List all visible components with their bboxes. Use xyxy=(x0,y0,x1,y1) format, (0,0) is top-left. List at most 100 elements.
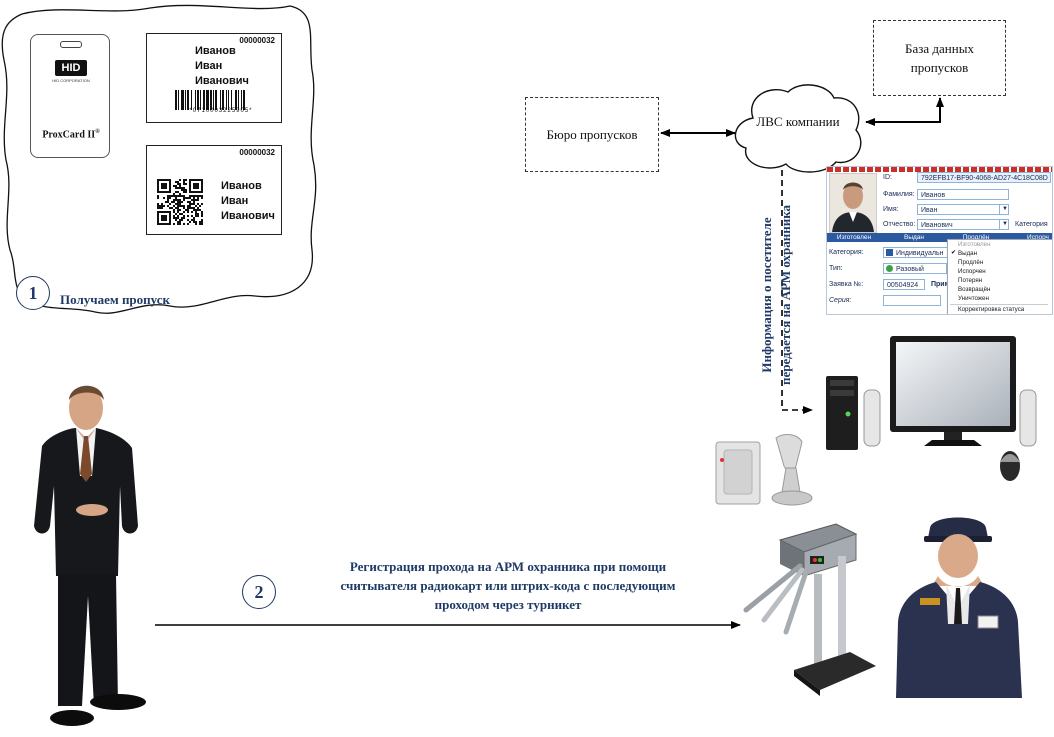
qr-module xyxy=(171,195,173,197)
tab-spoiled[interactable]: Испорч xyxy=(1027,234,1049,241)
barcode-bar xyxy=(178,90,179,110)
qr-module xyxy=(163,217,165,219)
holder-patronymic: Иванович xyxy=(195,75,249,87)
qr-module xyxy=(169,183,171,185)
qr-module xyxy=(163,219,165,221)
qr-module xyxy=(187,223,189,225)
barcode-bar xyxy=(222,90,224,110)
qr-module xyxy=(183,195,185,197)
database-box: База данных пропусков xyxy=(873,20,1006,96)
arrow-lan-db xyxy=(865,97,944,126)
menu-item-made[interactable]: Изготовлен xyxy=(958,241,991,248)
qr-module xyxy=(163,179,165,181)
qr-module xyxy=(201,223,203,225)
step-2-line1: Регистрация прохода на АРМ охранника при… xyxy=(349,559,667,574)
qr-module xyxy=(193,185,195,187)
menu-item-lost[interactable]: Потерян xyxy=(958,277,983,284)
vertical-info-note: Информация о посетителе передается на АР… xyxy=(757,150,797,440)
qr-module xyxy=(191,211,193,213)
qr-module xyxy=(177,181,179,183)
qr-module xyxy=(157,215,159,217)
category-field[interactable]: Индивидуальн xyxy=(883,247,951,258)
qr-module xyxy=(161,179,163,181)
qr-module xyxy=(201,181,203,183)
qr-module xyxy=(201,183,203,185)
barcode-card-number: 00000032 xyxy=(239,36,275,45)
qr-module xyxy=(179,179,181,181)
qr-module xyxy=(165,219,167,221)
qr-module xyxy=(177,187,179,189)
qr-module xyxy=(189,183,191,185)
qr-module xyxy=(161,205,163,207)
qr-module xyxy=(173,215,175,217)
lan-label: ЛВС компании xyxy=(756,114,840,129)
barcode-bar xyxy=(203,90,205,110)
barcode-bar xyxy=(200,90,201,110)
qr-module xyxy=(183,207,185,209)
step-2-line3: проходом через турникет xyxy=(434,597,582,612)
visitor-photo xyxy=(829,173,877,233)
type-field[interactable]: Разовый xyxy=(883,263,947,274)
surname-label: Фамилия: xyxy=(883,191,915,198)
qr-module xyxy=(189,185,191,187)
request-extra: Прим xyxy=(931,281,950,288)
id-field[interactable]: 792EFB17-BF90-4068-AD27-4C18C08D xyxy=(917,172,1051,183)
menu-item-destroyed[interactable]: Уничтожен xyxy=(958,295,989,302)
database-label-line2: пропусков xyxy=(910,60,969,75)
qr-module xyxy=(199,221,201,223)
request-field[interactable]: 00504924 xyxy=(883,279,925,290)
qr-module xyxy=(179,219,181,221)
menu-item-issued[interactable]: Выдан xyxy=(958,250,978,257)
series-field[interactable] xyxy=(883,295,941,306)
qr-module xyxy=(181,219,183,221)
qr-module xyxy=(159,207,161,209)
qr-module xyxy=(163,215,165,217)
name-dropdown-icon[interactable]: ▼ xyxy=(999,204,1010,215)
qr-module xyxy=(165,215,167,217)
tab-extended[interactable]: Продлён xyxy=(962,234,990,241)
tab-made[interactable]: Изготовлен xyxy=(836,234,872,241)
qr-module xyxy=(193,195,195,197)
qr-module xyxy=(169,203,171,205)
tab-issued[interactable]: Выдан xyxy=(903,234,924,241)
menu-item-spoiled[interactable]: Испорчен xyxy=(958,268,986,275)
qr-module xyxy=(175,181,177,183)
qr-module xyxy=(165,217,167,219)
name-field[interactable]: Иван xyxy=(917,204,1009,215)
qr-module xyxy=(163,223,165,225)
qr-module xyxy=(173,217,175,219)
qr-module xyxy=(175,187,177,189)
menu-divider xyxy=(950,304,1048,305)
step-2-badge: 2 xyxy=(242,575,276,609)
qr-module xyxy=(161,207,163,209)
status-dropdown-menu[interactable]: Изготовлен Выдан ✔ Продлён Испорчен Поте… xyxy=(947,239,1052,314)
qr-module xyxy=(187,209,189,211)
menu-item-status-correction[interactable]: Корректировка статуса xyxy=(958,306,1025,313)
barcode-bar xyxy=(181,90,184,110)
qr-module xyxy=(169,197,171,199)
qr-module xyxy=(187,205,189,207)
qr-module xyxy=(189,179,191,181)
qr-module xyxy=(193,217,195,219)
qr-module xyxy=(165,211,167,213)
menu-item-returned[interactable]: Возвращён xyxy=(958,286,991,293)
qr-module xyxy=(181,213,183,215)
qr-module xyxy=(179,213,181,215)
qr-module xyxy=(191,195,193,197)
qr-module xyxy=(201,185,203,187)
qr-module xyxy=(183,181,185,183)
qr-module xyxy=(157,189,159,191)
qr-module xyxy=(177,203,179,205)
patronymic-field[interactable]: Иванович xyxy=(917,219,1009,230)
qr-module xyxy=(183,197,185,199)
qr-module xyxy=(177,183,179,185)
barcode-bar xyxy=(197,90,199,110)
menu-item-extended[interactable]: Продлён xyxy=(958,259,984,266)
type-label: Тип: xyxy=(829,265,843,272)
person-photo-icon xyxy=(830,174,876,232)
surname-field[interactable]: Иванов xyxy=(917,189,1009,200)
qr-module xyxy=(189,201,191,203)
qr-module xyxy=(157,179,159,181)
patronymic-dropdown-icon[interactable]: ▼ xyxy=(999,219,1010,230)
vertical-note-line1: Информация о посетителе xyxy=(759,217,774,373)
